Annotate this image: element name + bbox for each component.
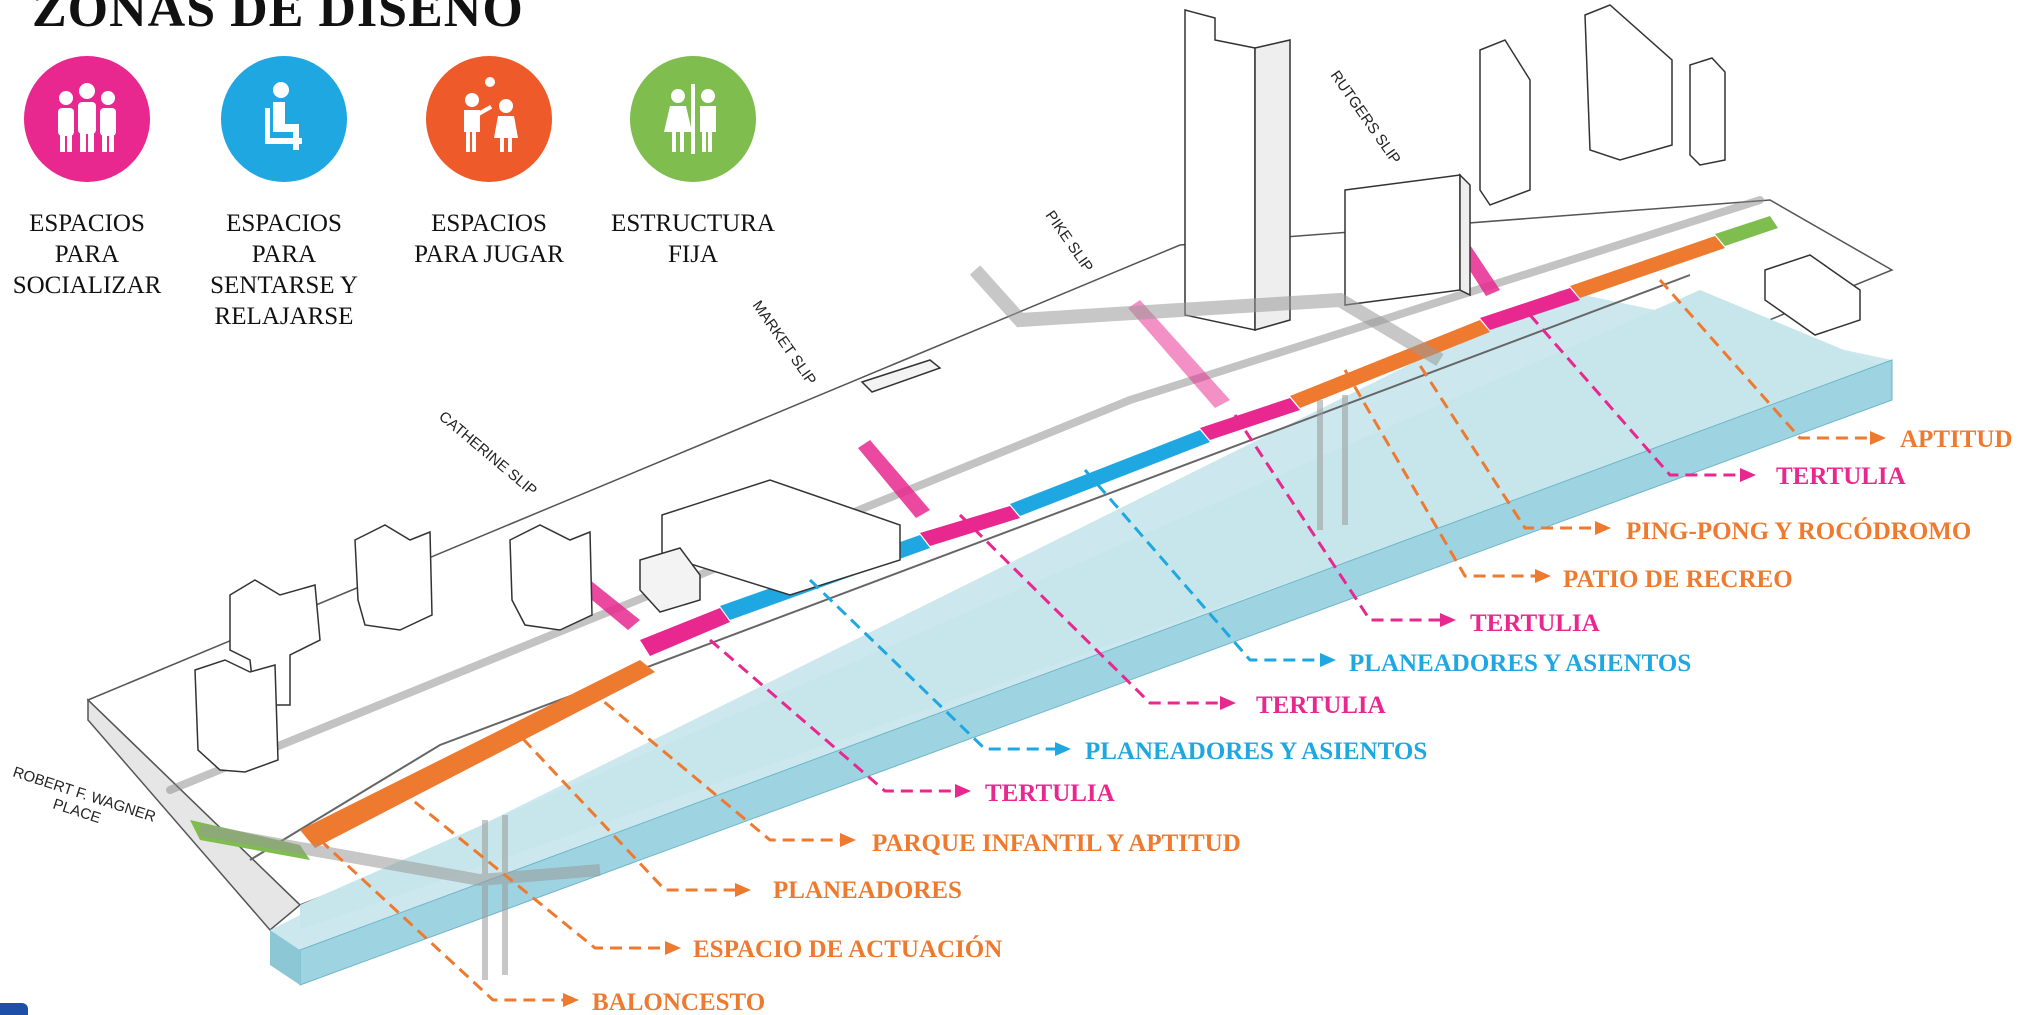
callout-leader-line xyxy=(589,688,840,842)
callouts: APTITUD TERTULIA PING-PONG Y ROCÓDROMO PATI… xyxy=(318,279,2013,1015)
callout-arrowhead xyxy=(1320,653,1336,667)
callout-label: TERTULIA xyxy=(1776,463,1906,490)
callout-label: PARQUE INFANTIL Y APTITUD xyxy=(872,830,1241,857)
group-people-icon xyxy=(24,56,150,182)
callout-leader-line xyxy=(1343,369,1535,578)
water-side-face xyxy=(270,930,300,985)
zone-orange-1 xyxy=(300,660,655,848)
street-label-pike: PIKE SLIP xyxy=(1042,208,1097,276)
callout-leader-line xyxy=(1658,279,1870,440)
callout-leader-line xyxy=(808,578,1055,751)
bridge-manhattan xyxy=(969,265,1444,367)
page-title: ZONAS DE DISEÑO xyxy=(32,0,524,38)
building-tower-tall-side xyxy=(1254,39,1291,331)
building-right-3 xyxy=(1689,57,1726,166)
bridges xyxy=(198,265,1444,980)
callout-leader-line xyxy=(1083,469,1320,662)
callout-label: PING-PONG Y ROCÓDROMO xyxy=(1626,517,1971,545)
callout-arrowhead xyxy=(1535,569,1551,583)
playing-people-icon xyxy=(426,56,552,182)
seated-person-icon xyxy=(221,56,347,182)
building-slab-1 xyxy=(1344,174,1461,306)
building-waterfront-right xyxy=(1764,254,1861,336)
callout-label: TERTULIA xyxy=(985,780,1115,807)
callout-leader-line xyxy=(399,788,665,950)
building-slab-1-side xyxy=(1459,173,1471,297)
callout-leader-line xyxy=(508,723,735,892)
callout-arrowhead xyxy=(735,883,751,897)
zone-magenta-4 xyxy=(1480,288,1580,330)
zone-orange-3 xyxy=(1570,236,1725,298)
callout-leader-line xyxy=(318,838,563,1002)
callout-arrowhead xyxy=(1740,468,1756,482)
zone-magenta-2 xyxy=(920,506,1020,546)
zone-orange-2 xyxy=(1290,320,1490,408)
callout-label: TERTULIA xyxy=(1256,692,1386,719)
callout-label: ESPACIO DE ACTUACIÓN xyxy=(693,935,1002,963)
building-cross-4 xyxy=(509,524,593,631)
fixed-structure-icon xyxy=(630,56,756,182)
building-right-1 xyxy=(1479,39,1531,206)
building-market-annex xyxy=(639,547,701,613)
bridge-brooklyn xyxy=(198,824,601,887)
callout-leader-line xyxy=(1408,349,1595,530)
callout-leader-line xyxy=(709,638,955,793)
street-line xyxy=(166,196,1764,794)
street-label-market: MARKET SLIP xyxy=(749,298,820,389)
callout-arrowhead xyxy=(1870,431,1886,445)
bridge-tower-left xyxy=(482,815,508,980)
building-cross-2 xyxy=(194,659,279,773)
zone-green-right xyxy=(1715,216,1778,246)
callout-label: PLANEADORES Y ASIENTOS xyxy=(1349,650,1691,677)
callout-arrowhead xyxy=(563,993,579,1007)
callout-arrowhead xyxy=(1595,521,1611,535)
callout-arrowhead xyxy=(1220,696,1236,710)
callout-label: TERTULIA xyxy=(1470,610,1600,637)
callout-arrowhead xyxy=(1440,613,1456,627)
callout-arrowhead xyxy=(1055,742,1071,756)
access-arrow-market xyxy=(858,440,930,518)
zone-blue-2 xyxy=(1010,430,1210,516)
buildings xyxy=(194,4,1861,773)
callout-leader-line xyxy=(1233,414,1440,622)
bridge-tower-right xyxy=(1317,395,1348,530)
callout-arrowhead xyxy=(840,833,856,847)
street-label-rutgers: RUTGERS SLIP xyxy=(1327,68,1404,168)
building-right-2 xyxy=(1584,4,1673,161)
building-cross-3 xyxy=(354,524,433,631)
corner-badge xyxy=(0,1003,28,1015)
callout-leader-line xyxy=(1528,314,1740,477)
water-top-main xyxy=(270,290,1892,950)
callout-label: BALONCESTO xyxy=(592,989,765,1015)
callout-leader-line xyxy=(958,513,1220,705)
zone-strips xyxy=(190,216,1778,860)
promenade-edge xyxy=(249,274,1691,861)
zone-magenta-1 xyxy=(640,608,730,656)
access-arrow-pike xyxy=(1128,300,1230,408)
callout-label: PATIO DE RECREO xyxy=(1563,566,1793,593)
callout-arrowhead xyxy=(955,784,971,798)
callout-arrowhead xyxy=(665,941,681,955)
callout-label: PLANEADORES xyxy=(773,877,962,904)
zone-magenta-3 xyxy=(1200,398,1300,440)
street-label-catherine: CATHERINE SLIP xyxy=(435,408,540,500)
callout-label: APTITUD xyxy=(1900,426,2013,453)
building-pier-block xyxy=(860,359,942,393)
building-tower-tall xyxy=(1184,9,1256,331)
callout-label: PLANEADORES Y ASIENTOS xyxy=(1085,738,1427,765)
